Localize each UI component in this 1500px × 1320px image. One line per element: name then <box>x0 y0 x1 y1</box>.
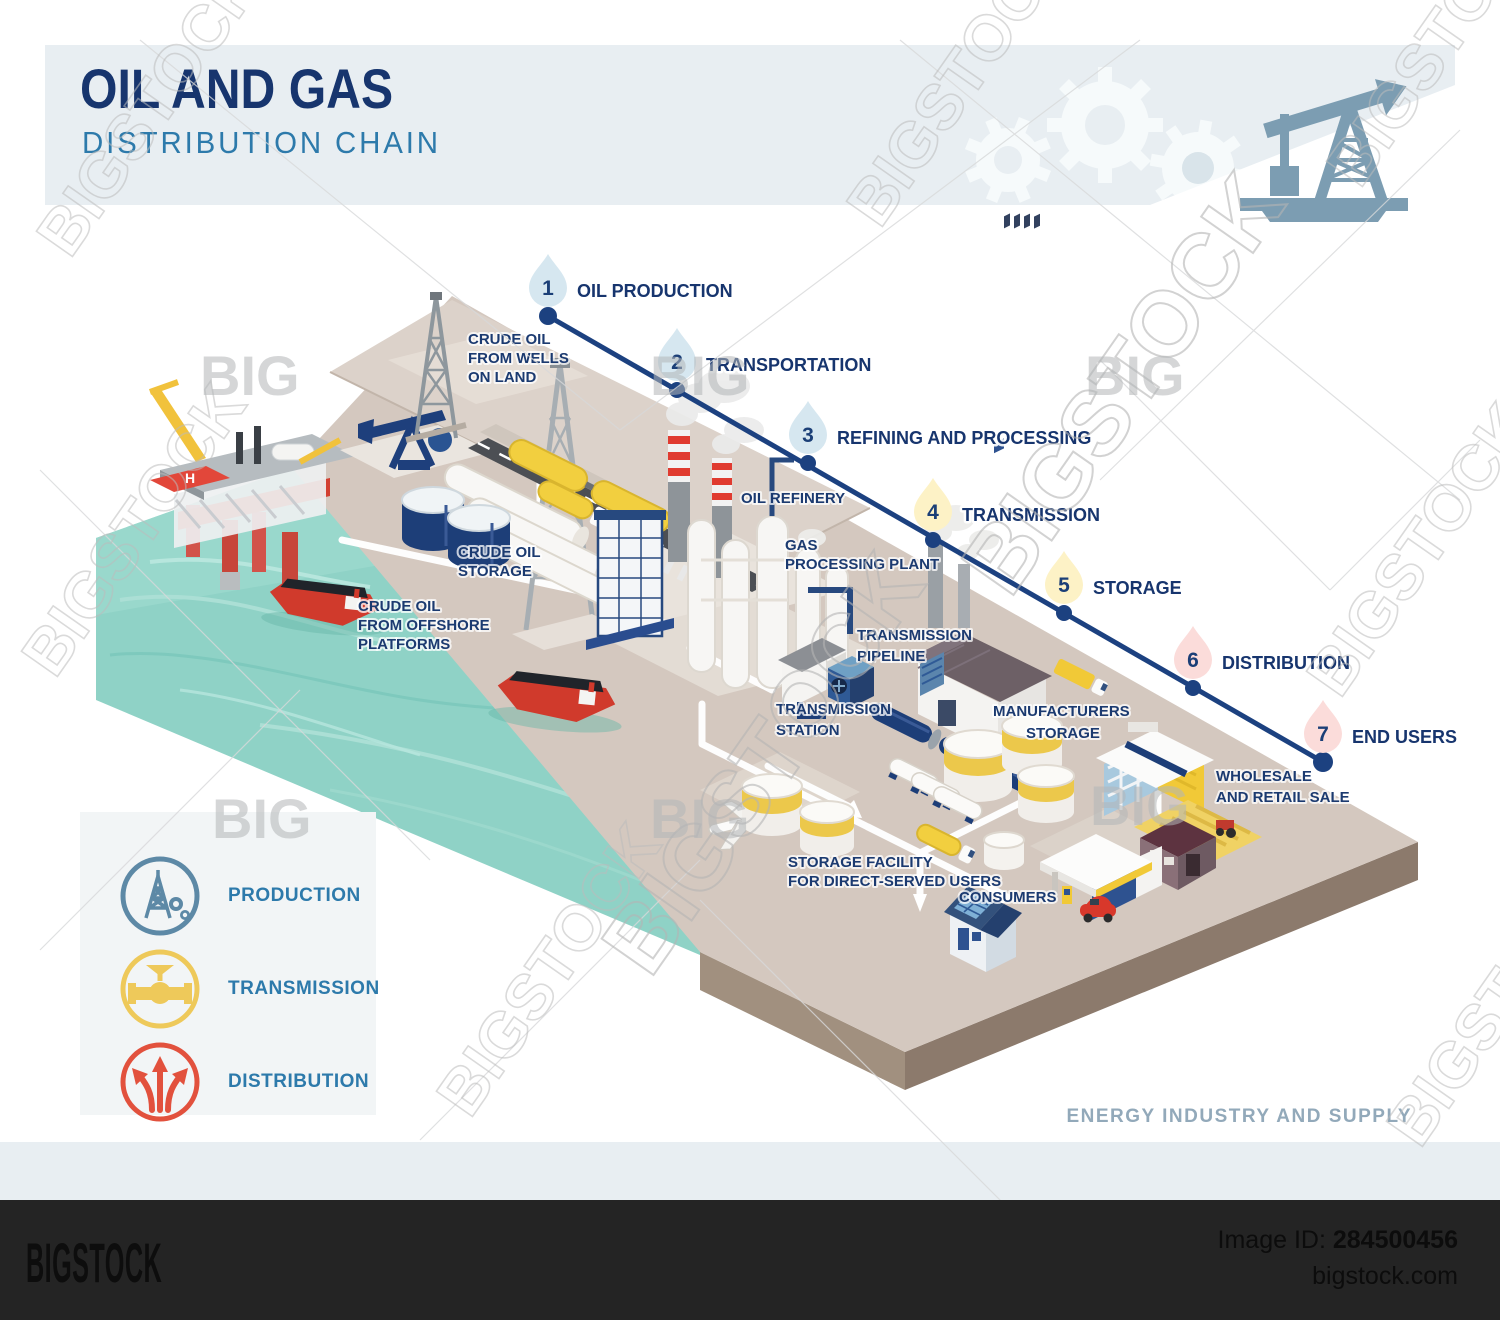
process-tower <box>586 510 674 650</box>
svg-text:5: 5 <box>1058 574 1070 597</box>
website-text: bigstock.com <box>1312 1262 1458 1290</box>
tanker-truck <box>916 823 976 864</box>
tractor <box>1216 820 1236 838</box>
svg-text:2: 2 <box>671 351 683 374</box>
solar-unit <box>920 652 944 696</box>
svg-text:FOR DIRECT-SERVED USERS: FOR DIRECT-SERVED USERS <box>788 873 1001 890</box>
derrick-icon <box>120 856 200 936</box>
svg-text:CRUDE OIL: CRUDE OIL <box>358 598 441 615</box>
helipad-letter: H <box>185 470 195 486</box>
step-label: END USERS <box>1352 727 1457 747</box>
storage-tank <box>741 773 803 836</box>
step-label: REFINING AND PROCESSING <box>837 428 1091 448</box>
step-5: 5 STORAGE <box>1045 551 1184 604</box>
tanker-truck <box>1053 659 1108 696</box>
step-label: TRANSPORTATION <box>706 355 871 375</box>
svg-text:FROM WELLS: FROM WELLS <box>468 350 569 367</box>
direct-users-tanks <box>741 659 1108 870</box>
svg-text:WHOLESALE: WHOLESALE <box>1216 768 1312 785</box>
legend-panel: PRODUCTION TRANSMISSION <box>80 812 379 1122</box>
step-1: 1 OIL PRODUCTION <box>529 254 735 307</box>
step-7: 7 END USERS <box>1304 700 1460 753</box>
svg-text:CRUDE OIL: CRUDE OIL <box>458 544 541 561</box>
svg-text:STORAGE FACILITY: STORAGE FACILITY <box>788 854 933 871</box>
smokestack <box>668 430 732 578</box>
svg-text:CONSUMERS: CONSUMERS <box>959 889 1057 906</box>
svg-text:TRANSMISSION: TRANSMISSION <box>776 701 891 718</box>
transmission-pipeline-label: TRANSMISSION PIPELINE <box>855 625 974 667</box>
step-label: TRANSMISSION <box>962 505 1100 525</box>
svg-text:PROCESSING PLANT: PROCESSING PLANT <box>785 556 939 573</box>
svg-text:FROM OFFSHORE: FROM OFFSHORE <box>358 617 490 634</box>
droplet-icon <box>1304 700 1342 753</box>
small-round-tank <box>983 831 1025 870</box>
svg-text:TRANSMISSION: TRANSMISSION <box>857 627 972 644</box>
step-3: 3 REFINING AND PROCESSING <box>789 401 1094 454</box>
legend-label-distribution: DISTRIBUTION <box>228 1071 370 1092</box>
distillation-columns <box>687 457 794 689</box>
step-6: 6 DISTRIBUTION <box>1174 626 1353 679</box>
svg-text:7: 7 <box>1317 723 1329 746</box>
image-id: Image ID: 284500456 <box>1217 1226 1458 1254</box>
step-4: 4 TRANSMISSION <box>914 478 1103 531</box>
svg-text:4: 4 <box>927 501 939 524</box>
tanker-ship <box>488 671 622 733</box>
wholesale-building <box>1096 722 1214 816</box>
svg-text:MANUFACTURERS: MANUFACTURERS <box>993 703 1130 720</box>
svg-text:6: 6 <box>1187 649 1199 672</box>
legend-label-production: PRODUCTION <box>228 885 361 906</box>
svg-text:3: 3 <box>802 424 814 447</box>
svg-text:GAS: GAS <box>785 537 818 554</box>
svg-text:STORAGE: STORAGE <box>1026 725 1100 742</box>
svg-text:CRUDE OIL: CRUDE OIL <box>468 331 551 348</box>
station-unit <box>828 656 874 708</box>
transmission-station <box>778 638 874 719</box>
footer-bar: BIGSTOCK Image ID: 284500456 bigstock.co… <box>0 1200 1500 1320</box>
valve-icon <box>120 949 200 1029</box>
tagline: ENERGY INDUSTRY AND SUPPLY <box>1066 1106 1412 1127</box>
svg-text:ON LAND: ON LAND <box>468 369 536 386</box>
factory-windows <box>1004 213 1040 229</box>
bigstock-logo: BIGSTOCK <box>26 1231 163 1294</box>
storage-tank <box>1001 713 1063 776</box>
storage-facility-label: STORAGE FACILITY FOR DIRECT-SERVED USERS <box>786 852 1003 892</box>
svg-text:AND RETAIL SALE: AND RETAIL SALE <box>1216 789 1350 806</box>
storage-tank-farm <box>888 713 1075 825</box>
storage-label: STORAGE <box>1024 723 1102 744</box>
step-2: 2 TRANSPORTATION <box>658 328 874 381</box>
droplet-icon <box>1174 626 1212 679</box>
droplet-icon <box>1045 551 1083 604</box>
step-label: DISTRIBUTION <box>1222 653 1350 673</box>
svg-text:PLATFORMS: PLATFORMS <box>358 636 450 653</box>
manufacturers-label: MANUFACTURERS <box>991 701 1132 722</box>
storage-tank <box>1017 764 1075 823</box>
svg-text:OIL REFINERY: OIL REFINERY <box>741 490 845 507</box>
gas-processing-label: GAS PROCESSING PLANT <box>783 535 941 575</box>
crude-oil-storage-label: CRUDE OIL STORAGE <box>456 542 543 582</box>
branch-arrows-icon <box>120 1042 200 1122</box>
wholesale-label: WHOLESALE AND RETAIL SALE <box>1214 766 1352 808</box>
legend-label-transmission: TRANSMISSION <box>228 978 380 999</box>
platform-crane <box>150 388 206 462</box>
svg-text:STORAGE: STORAGE <box>458 563 532 580</box>
oil-refinery-label: OIL REFINERY <box>739 488 847 509</box>
step-label: OIL PRODUCTION <box>577 281 733 301</box>
svg-text:STATION: STATION <box>776 722 840 739</box>
consumers-label: CONSUMERS <box>957 887 1059 908</box>
horizontal-cylinders <box>888 757 983 825</box>
svg-text:PIPELINE: PIPELINE <box>857 648 925 665</box>
storage-tank <box>799 800 855 857</box>
fuel-pump <box>1062 886 1072 904</box>
transmission-station-label: TRANSMISSION STATION <box>774 699 893 741</box>
svg-text:1: 1 <box>542 277 554 300</box>
step-label: STORAGE <box>1093 578 1182 598</box>
storage-tank <box>943 729 1013 802</box>
